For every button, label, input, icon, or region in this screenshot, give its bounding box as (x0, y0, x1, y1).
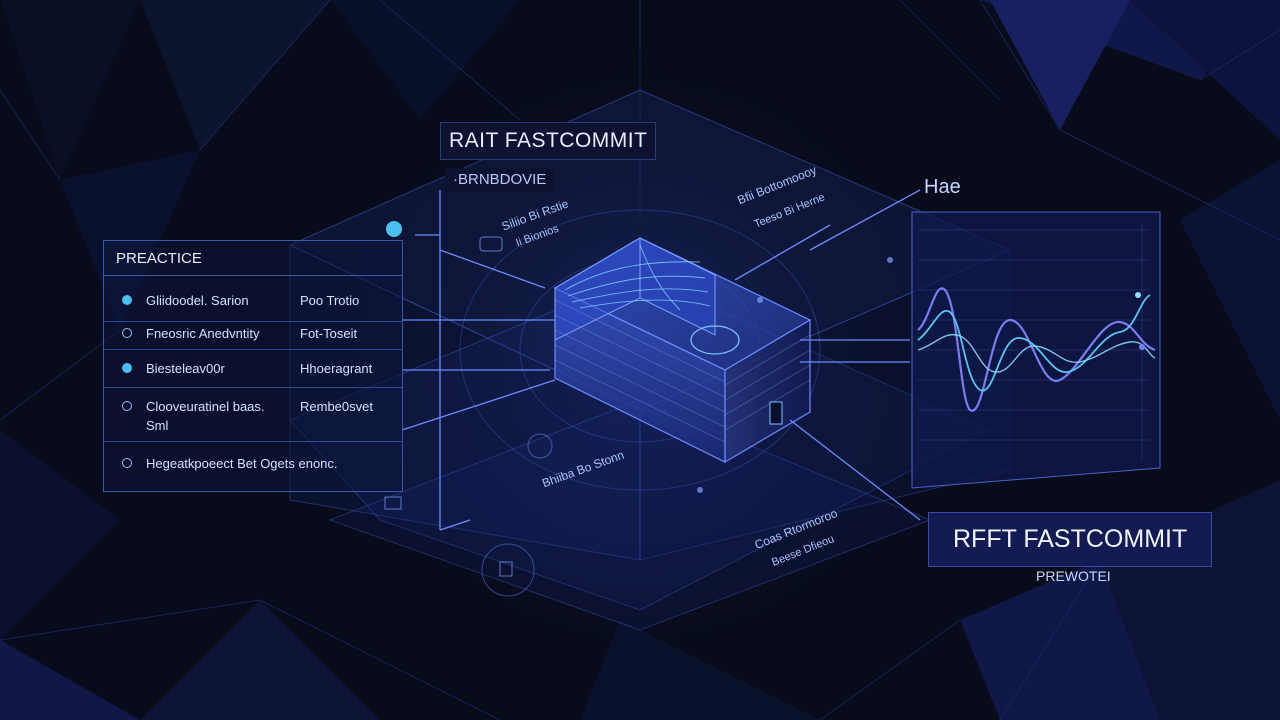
bottom-title-label: RFFT FASTCOMMIT (928, 512, 1213, 567)
bottom-subtitle-text: PREWOTEI (1036, 568, 1111, 584)
legend-header: PREACTICE (104, 241, 402, 276)
legend-row-value: Hhoeragrant (300, 361, 373, 376)
wave-line-1 (917, 287, 1156, 412)
top-subtitle-text: ·BRNBDOVIE (453, 171, 547, 188)
legend-divider (104, 441, 402, 442)
legend-row-value: Poo Trotio (300, 293, 360, 308)
bottom-title-text: RFFT FASTCOMMIT (953, 525, 1188, 553)
hollow-dot-icon (122, 328, 132, 338)
wave-line-2 (917, 294, 1151, 392)
filled-dot-icon (122, 295, 132, 305)
legend-row-name: Gliidoodel. Sarion (146, 293, 249, 308)
legend-panel: PREACTICE Gliidoodel. Sarion Poo Trotio … (103, 240, 403, 492)
bottom-subtitle: PREWOTEI (1036, 568, 1111, 584)
legend-row-name: Clooveuratinel baas. (146, 399, 265, 414)
chart-label: Hae (924, 176, 961, 199)
wave-line-3 (917, 333, 1156, 373)
legend-header-text: PREACTICE (116, 250, 202, 267)
legend-row-value: Fot-Toseit (300, 326, 358, 341)
top-title-text: RAIT FASTCOMMIT (449, 129, 648, 152)
legend-row-name-line2: Sml (146, 418, 169, 433)
legend-divider (104, 321, 402, 322)
central-data-block (553, 237, 812, 464)
platform-glyphs (384, 236, 893, 577)
legend-row-name: Fneosric Anedvntity (146, 326, 260, 341)
legend-divider (104, 349, 402, 350)
filled-dot-icon (122, 363, 132, 373)
hollow-dot-icon (122, 458, 132, 468)
legend-row-name: Hegeatkpoeect Bet Ogets enonc. (146, 456, 338, 471)
connector-lines (386, 189, 921, 531)
legend-row-name: Biesteleav00r (146, 361, 225, 376)
chart-label-text: Hae (924, 176, 961, 198)
top-subtitle: ·BRNBDOVIE (445, 168, 555, 191)
wave-chart-panel (911, 211, 1161, 489)
top-title-label: RAIT FASTCOMMIT (440, 122, 657, 160)
legend-divider (104, 387, 402, 388)
hollow-dot-icon (122, 401, 132, 411)
legend-row-value: Rembe0svet (300, 399, 373, 414)
